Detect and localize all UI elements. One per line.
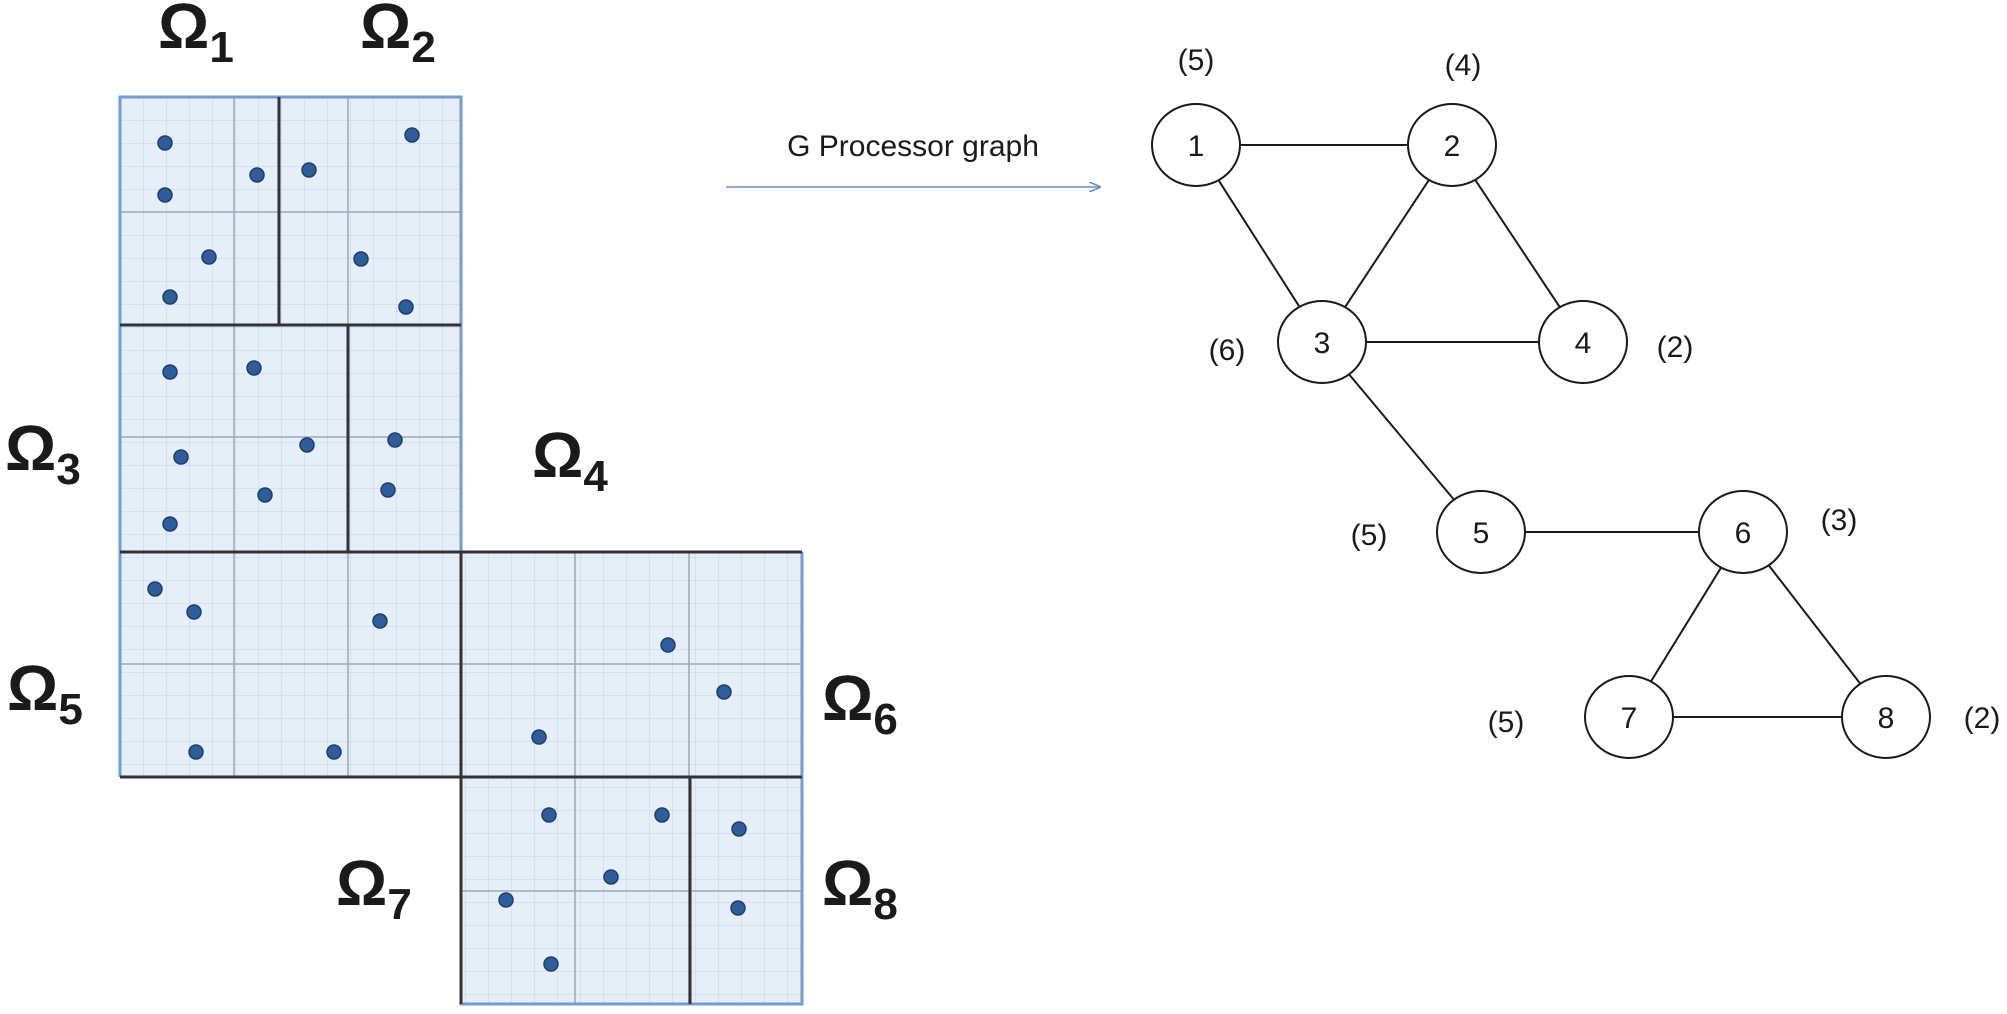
edge-6-8 (1767, 564, 1862, 685)
node-weight: (6) (1209, 334, 1246, 367)
particle (498, 892, 514, 908)
particle (541, 807, 557, 823)
particles (147, 127, 747, 972)
graph-node-3: 3 (6) (1209, 300, 1367, 384)
particle (731, 821, 747, 837)
node-weight: (2) (1964, 702, 2001, 735)
node-label: 3 (1314, 327, 1331, 360)
node-circle (1698, 490, 1788, 574)
particle (162, 364, 178, 380)
particle (387, 432, 403, 448)
subdomain-label-2: Ω2 (360, 0, 436, 72)
node-weight: (5) (1351, 519, 1388, 552)
particle (157, 135, 173, 151)
graph-node-4: 4 (2) (1538, 300, 1694, 384)
particle (531, 729, 547, 745)
graph-node-7: 7 (5) (1488, 675, 1674, 759)
edge-2-3 (1344, 179, 1430, 308)
particle (603, 869, 619, 885)
graph-node-1: 1 (5) (1151, 44, 1241, 187)
partition-boundaries (120, 97, 802, 1004)
graph-node-5: 5 (5) (1351, 490, 1526, 574)
processor-graph-arrow: G Processor graph (726, 130, 1100, 187)
particle (398, 299, 414, 315)
node-label: 8 (1878, 702, 1895, 735)
particle (543, 956, 559, 972)
particle (654, 807, 670, 823)
node-label: 7 (1621, 702, 1638, 735)
subdomain-label-4: Ω4 (532, 419, 608, 501)
subdomain-label-5: Ω5 (7, 652, 83, 734)
particle (660, 637, 676, 653)
graph-edges (1217, 144, 1862, 718)
particle (301, 162, 317, 178)
graph-node-2: 2 (4) (1407, 49, 1497, 187)
node-label: 5 (1473, 517, 1490, 550)
node-circle (1436, 490, 1526, 574)
node-label: 1 (1188, 130, 1205, 163)
subdomain-label-1: Ω1 (158, 0, 234, 72)
particle (380, 482, 396, 498)
node-circle (1538, 300, 1628, 384)
particle (162, 289, 178, 305)
particle (173, 449, 189, 465)
node-circle (1277, 300, 1367, 384)
node-label: 2 (1444, 130, 1461, 163)
node-label: 4 (1575, 327, 1592, 360)
particle (326, 744, 342, 760)
particle (201, 249, 217, 265)
particle (186, 604, 202, 620)
graph-node-8: 8 (2) (1841, 675, 2001, 759)
node-weight: (5) (1488, 706, 1525, 739)
processor-graph: 1 (5) 2 (4) 3 (6) 4 (2) 5 (5) 6 (3) 7 (5) 8 (2) (1151, 44, 2001, 759)
node-circle (1841, 675, 1931, 759)
particle (299, 437, 315, 453)
particle (246, 360, 262, 376)
particle (157, 187, 173, 203)
subdomain-label-8: Ω8 (822, 847, 898, 929)
particle (716, 684, 732, 700)
edge-3-5 (1348, 373, 1455, 501)
particle (162, 516, 178, 532)
node-weight: (5) (1178, 44, 1215, 77)
node-weight: (4) (1445, 49, 1482, 82)
particle (404, 127, 420, 143)
particle (372, 613, 388, 629)
particle (730, 900, 746, 916)
subdomain-label-3: Ω3 (5, 412, 81, 494)
edge-6-7 (1650, 567, 1722, 682)
node-circle (1584, 675, 1674, 759)
particle (249, 167, 265, 183)
node-circle (1407, 103, 1497, 187)
node-circle (1151, 103, 1241, 187)
edge-1-3 (1217, 179, 1301, 308)
node-weight: (3) (1821, 504, 1858, 537)
arrow-label: G Processor graph (787, 130, 1039, 163)
node-label: 6 (1735, 517, 1752, 550)
particle (188, 744, 204, 760)
subdomain-label-6: Ω6 (822, 662, 898, 744)
particle (353, 251, 369, 267)
particle (257, 487, 273, 503)
node-weight: (2) (1657, 331, 1694, 364)
edge-2-4 (1474, 179, 1561, 308)
particle (147, 581, 163, 597)
graph-node-6: 6 (3) (1698, 490, 1858, 574)
subdomain-label-7: Ω7 (336, 847, 412, 929)
graph-nodes: 1 (5) 2 (4) 3 (6) 4 (2) 5 (5) 6 (3) 7 (5) 8 (2) (1151, 44, 2001, 759)
